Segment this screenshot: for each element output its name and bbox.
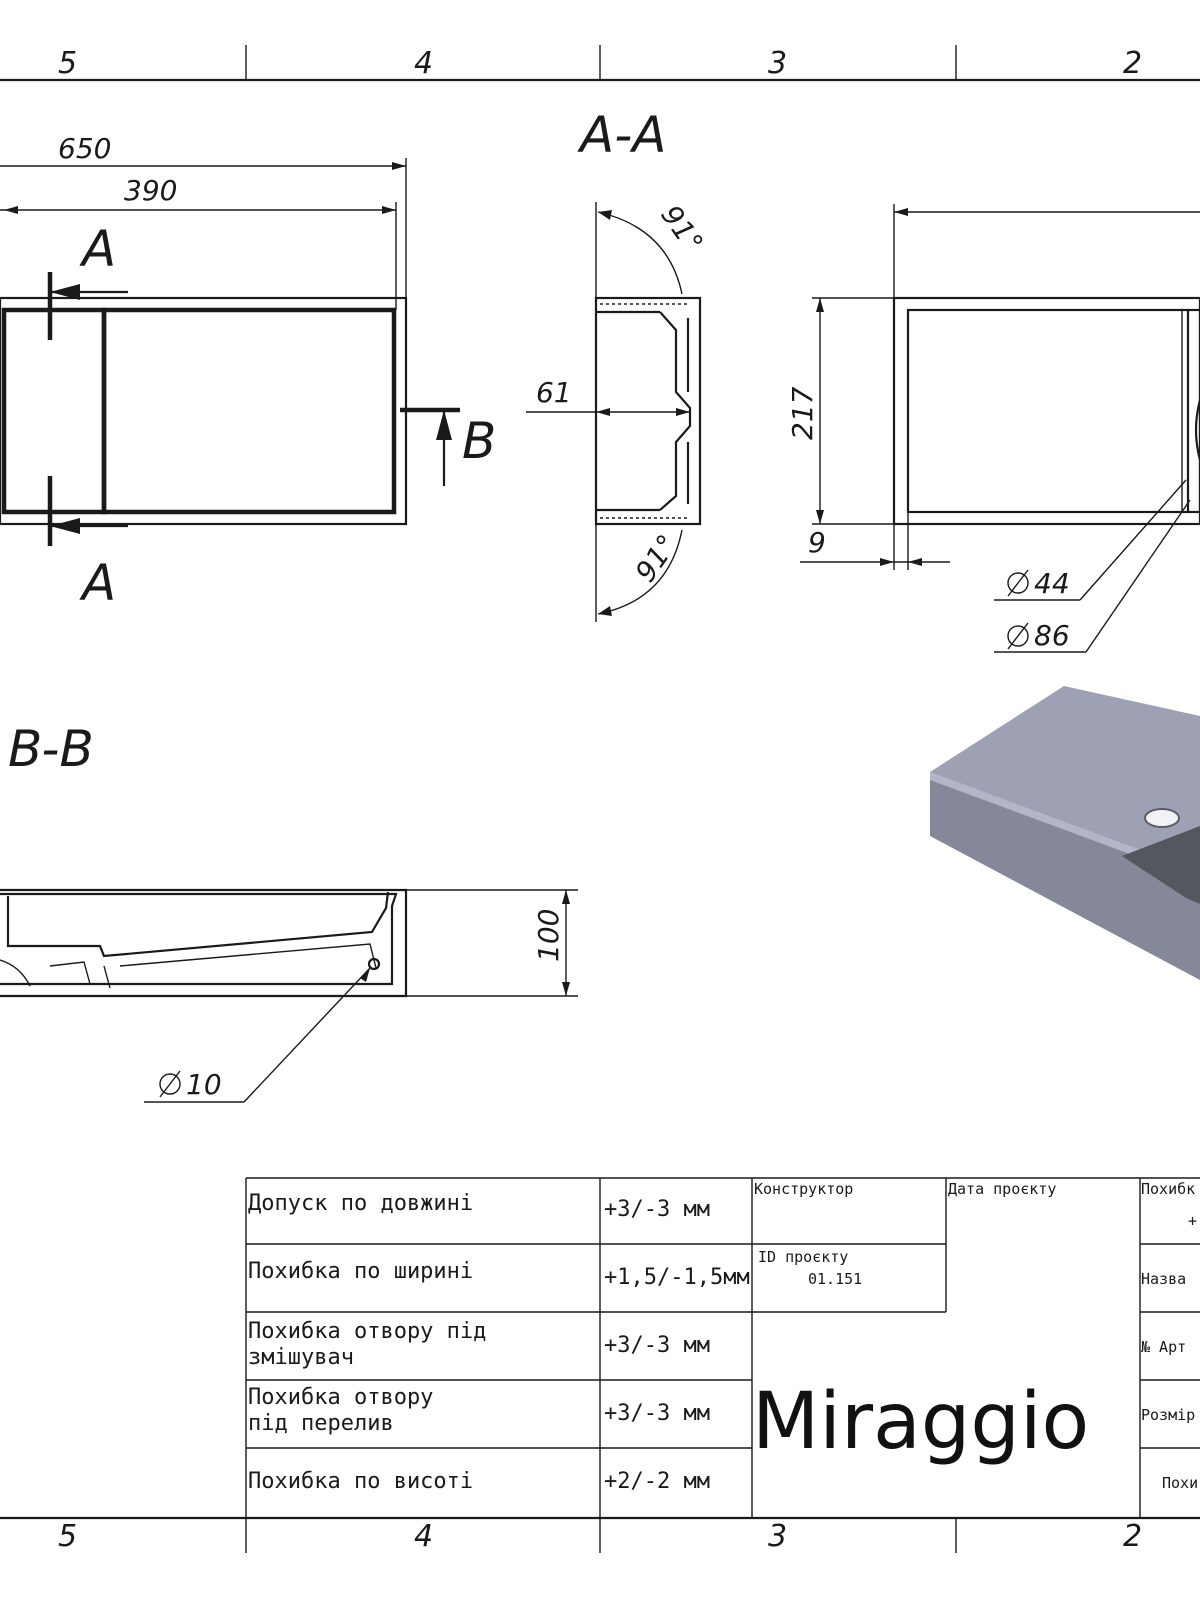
title-block: Допуск по довжині +3/-3 мм Похибка по ши… xyxy=(245,1177,1200,1518)
tb-designer-label: Конструктор xyxy=(754,1180,853,1198)
render-basin xyxy=(1122,826,1200,904)
tb-row1-label: Допуск по довжині xyxy=(248,1191,473,1216)
dim-9: 9 xyxy=(808,526,826,559)
top-view: 650 390 A A B xyxy=(0,132,496,612)
tb-tolerance-label: Похибк xyxy=(1141,1180,1195,1198)
tb-size-label: Розмір xyxy=(1141,1406,1195,1424)
tb-row5-value: +2/-2 мм xyxy=(604,1469,710,1494)
frame-bottom-3: 3 xyxy=(768,1519,787,1554)
tb-row3-label-line1: Похибка отвору під xyxy=(248,1319,486,1344)
frame-bottom-2: 2 xyxy=(1123,1519,1142,1554)
top-view-basin xyxy=(101,307,397,515)
tb-row4-label-line1: Похибка отвору xyxy=(248,1385,433,1410)
tb-row1-value: +3/-3 мм xyxy=(604,1197,710,1222)
frame-top-2: 2 xyxy=(1123,46,1142,81)
dim-diameter-44: 44 xyxy=(1034,567,1070,600)
tb-row3-label-line2: змішувач xyxy=(248,1345,354,1370)
tb-row2-label: Похибка по ширині xyxy=(248,1259,473,1284)
top-view-deck xyxy=(1,307,107,515)
diameter-10-label: 10 xyxy=(159,1068,222,1101)
sink-3d-render xyxy=(930,686,1200,980)
top-view-outline xyxy=(0,296,408,526)
dim-diameter-10: 10 xyxy=(186,1068,222,1101)
tb-bottom-label: Похи xyxy=(1162,1474,1198,1492)
dim-diameter-86: 86 xyxy=(1034,619,1070,652)
tb-id-value: 01.151 xyxy=(808,1270,862,1288)
cut-a-bottom: A xyxy=(79,554,116,612)
cut-a-top: A xyxy=(79,220,116,278)
render-front-face xyxy=(930,772,1200,980)
dim-390: 390 xyxy=(124,174,177,207)
section-bb-title: B-B xyxy=(8,720,94,778)
dim-650: 650 xyxy=(58,132,111,165)
drawing-frame: 5 4 3 2 5 4 3 2 xyxy=(0,45,1200,1554)
frame-top-5: 5 xyxy=(58,46,77,81)
front-view: 217 9 44 86 xyxy=(786,204,1200,653)
tb-row5-label: Похибка по висоті xyxy=(248,1469,473,1494)
tb-article-label: № Арт xyxy=(1141,1338,1186,1356)
tb-row4-label-line2: під перелив xyxy=(248,1411,394,1436)
tb-row4-value: +3/-3 мм xyxy=(604,1401,710,1426)
diameter-44-label: 44 xyxy=(1007,567,1070,600)
miraggio-logo: Miraggio xyxy=(752,1377,1089,1467)
frame-top-3: 3 xyxy=(768,46,787,81)
tb-date-label: Дата проєкту xyxy=(948,1180,1056,1198)
dim-61: 61 xyxy=(536,376,572,409)
tb-row2-value: +1,5/-1,5мм xyxy=(604,1265,750,1290)
section-bb-view: 100 10 xyxy=(0,888,578,1103)
section-aa-view: 91° 91° 61 xyxy=(526,199,710,622)
render-top-face xyxy=(930,686,1200,872)
dim-217: 217 xyxy=(786,386,819,440)
tb-row4-label: Похибка отвору під перелив xyxy=(248,1385,447,1436)
section-aa-title: A-A xyxy=(577,106,666,164)
tb-tolerance-value: + xyxy=(1188,1212,1197,1230)
tb-row3-label: Похибка отвору під змішувач xyxy=(248,1319,500,1370)
diameter-86-label: 86 xyxy=(1007,619,1070,652)
frame-bottom-4: 4 xyxy=(414,1519,433,1554)
dim-100: 100 xyxy=(532,909,565,962)
frame-bottom-5: 5 xyxy=(58,1519,77,1554)
render-tap-hole xyxy=(1144,808,1180,828)
dim-angle-bottom: 91° xyxy=(629,528,685,588)
cut-b: B xyxy=(462,412,496,470)
tb-id-label: ID проєкту xyxy=(758,1248,848,1266)
tb-row3-value: +3/-3 мм xyxy=(604,1333,710,1358)
tb-name-label: Назва xyxy=(1141,1270,1186,1288)
frame-top-4: 4 xyxy=(414,46,433,81)
